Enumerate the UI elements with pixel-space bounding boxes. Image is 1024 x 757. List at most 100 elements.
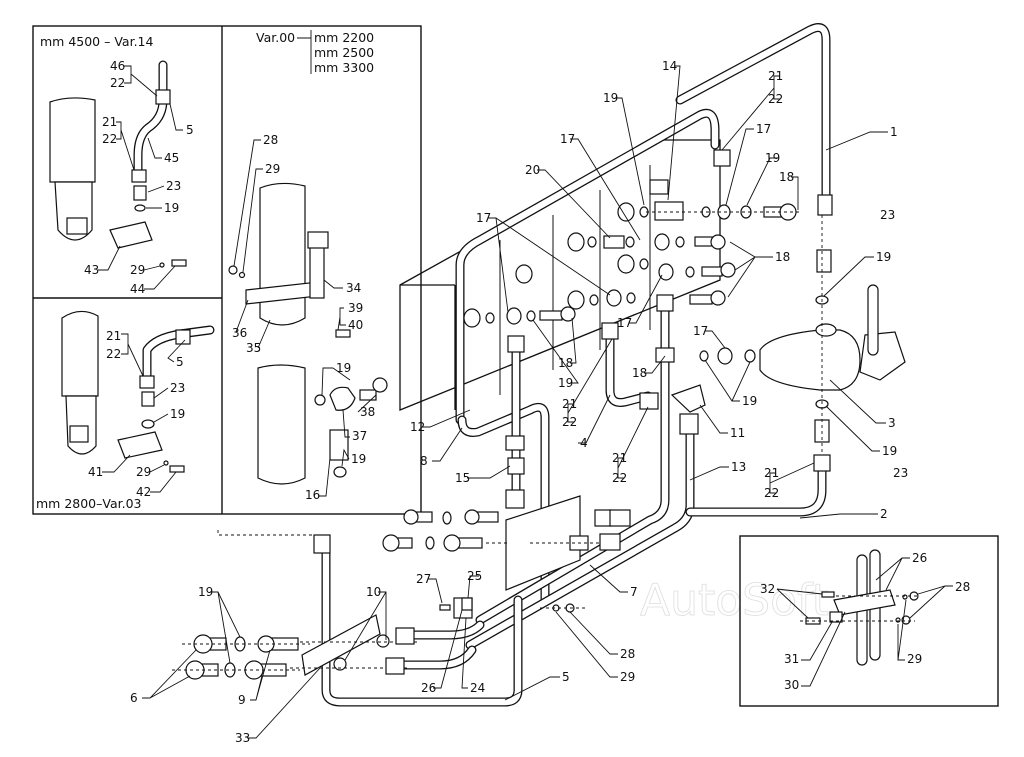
label-43: 43 bbox=[84, 263, 99, 277]
callout-19: 19 bbox=[603, 91, 618, 105]
callout-5: 5 bbox=[562, 670, 570, 684]
label-40: 40 bbox=[348, 318, 363, 332]
nut-21 bbox=[679, 413, 699, 435]
pipe-end-nuts bbox=[385, 627, 415, 675]
callout-17: 17 bbox=[617, 316, 632, 330]
inset-var14-title: mm 4500 – Var.14 bbox=[40, 34, 153, 49]
label-26: 26 bbox=[912, 551, 927, 565]
bolt-18 bbox=[694, 236, 714, 247]
banjo-37 bbox=[329, 386, 356, 411]
nut bbox=[609, 509, 631, 527]
filter-port bbox=[69, 425, 89, 443]
nut-21 bbox=[131, 169, 147, 183]
callout-3: 3 bbox=[888, 416, 896, 430]
label-28: 28 bbox=[955, 580, 970, 594]
nut bbox=[395, 627, 415, 645]
bolt-head-18 bbox=[560, 306, 576, 322]
label-31: 31 bbox=[784, 652, 799, 666]
label-37: 37 bbox=[352, 429, 367, 443]
callout-23: 23 bbox=[880, 208, 895, 222]
seal bbox=[625, 236, 635, 248]
washer-29 bbox=[163, 460, 169, 466]
watermark: AutoSoft bbox=[640, 575, 829, 626]
callout-18: 18 bbox=[558, 356, 573, 370]
fitting bbox=[313, 534, 331, 554]
washer bbox=[515, 264, 533, 284]
tube-16 bbox=[329, 429, 349, 461]
label-22: 22 bbox=[102, 132, 117, 146]
callout-11: 11 bbox=[730, 426, 745, 440]
main-callouts: 1 2 3 4 5 6 7 8 9 10 11 12 13 14 15 17 1… bbox=[130, 59, 908, 745]
label-32: 32 bbox=[760, 582, 775, 596]
banjo-bolt-rows bbox=[382, 509, 631, 552]
inset-var03-title: mm 2800–Var.03 bbox=[36, 496, 142, 511]
label-41: 41 bbox=[88, 465, 103, 479]
label-28: 28 bbox=[263, 133, 278, 147]
clamp-detail: 26 32 28 31 29 30 bbox=[760, 549, 970, 692]
callout-7: 7 bbox=[630, 585, 638, 599]
main-assembly bbox=[172, 23, 906, 707]
bolt-18 bbox=[689, 294, 713, 305]
washer-29 bbox=[159, 262, 165, 268]
banjo-17 bbox=[654, 233, 670, 251]
banjo-17 bbox=[717, 347, 733, 365]
inset-var00-title: Var.00 bbox=[256, 30, 295, 45]
bolt-head-9b bbox=[244, 660, 264, 680]
nut-10 bbox=[376, 634, 390, 648]
valve-top-port bbox=[815, 323, 837, 337]
block-31 bbox=[829, 611, 843, 623]
label-5: 5 bbox=[176, 355, 184, 369]
washer bbox=[617, 254, 635, 274]
label-19: 19 bbox=[164, 201, 179, 215]
label-22: 22 bbox=[110, 76, 125, 90]
banjo-17 bbox=[506, 307, 522, 325]
callout-23: 23 bbox=[893, 466, 908, 480]
inset-frame bbox=[32, 25, 422, 515]
nut bbox=[385, 657, 405, 675]
washer bbox=[567, 290, 585, 310]
banjo-17 bbox=[658, 263, 674, 281]
washer bbox=[617, 202, 635, 222]
label-44: 44 bbox=[130, 282, 145, 296]
callout-18: 18 bbox=[779, 170, 794, 184]
seal bbox=[589, 294, 599, 306]
callout-17: 17 bbox=[756, 122, 771, 136]
seal-19 bbox=[314, 394, 326, 406]
callout-17: 17 bbox=[476, 211, 491, 225]
nut bbox=[656, 294, 674, 312]
pipe-runs bbox=[321, 23, 831, 707]
tee-fittings bbox=[505, 294, 756, 509]
callout-6: 6 bbox=[130, 691, 138, 705]
length-2200: mm 2200 bbox=[314, 30, 374, 45]
screw-32 bbox=[821, 591, 835, 598]
label-34: 34 bbox=[346, 281, 361, 295]
callout-28: 28 bbox=[620, 647, 635, 661]
label-19: 19 bbox=[170, 407, 185, 421]
seal bbox=[425, 536, 435, 550]
bolt-head bbox=[464, 509, 480, 525]
clamp-25 bbox=[461, 597, 473, 611]
valve-handwheel bbox=[859, 331, 906, 381]
valve-block-41 bbox=[117, 431, 163, 459]
bolt-head-18 bbox=[720, 262, 736, 278]
label-29: 29 bbox=[136, 465, 151, 479]
label-35: 35 bbox=[246, 341, 261, 355]
filter-canister-upper bbox=[259, 182, 306, 326]
label-23: 23 bbox=[166, 179, 181, 193]
callout-29: 29 bbox=[620, 670, 635, 684]
label-19: 19 bbox=[336, 361, 351, 375]
label-16: 16 bbox=[305, 488, 320, 502]
manifold-sections bbox=[499, 165, 651, 395]
callout-17: 17 bbox=[560, 132, 575, 146]
callout-17: 17 bbox=[693, 324, 708, 338]
nut-28 bbox=[228, 265, 238, 275]
callout-19: 19 bbox=[558, 376, 573, 390]
nut-21 bbox=[713, 149, 731, 167]
nut-21 bbox=[139, 375, 155, 389]
bolt-18 bbox=[655, 347, 675, 363]
label-23: 23 bbox=[170, 381, 185, 395]
screw-44 bbox=[171, 259, 187, 267]
seal bbox=[442, 511, 452, 525]
filter-canister-lower bbox=[257, 364, 306, 485]
